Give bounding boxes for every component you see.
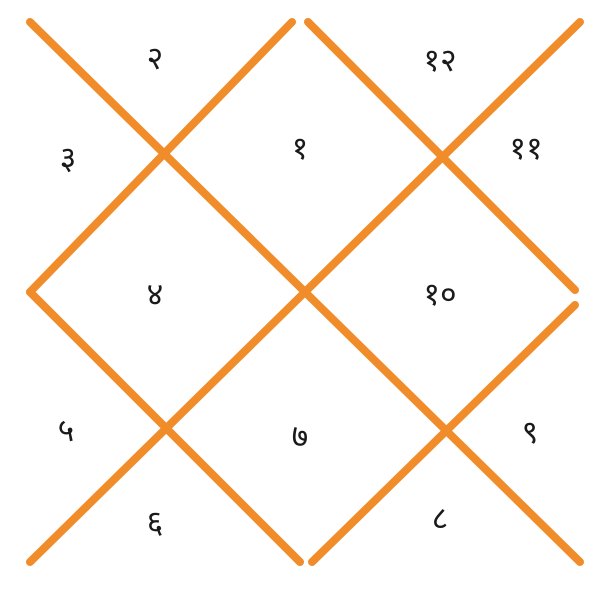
house-5-label: ५	[58, 411, 75, 449]
house-9-label: ९	[522, 413, 539, 451]
house-7-label: ७	[292, 417, 309, 455]
house-11-label: ११	[509, 129, 542, 167]
line-tr-to-bl	[26, 18, 584, 566]
house-4-label: ४	[147, 275, 164, 313]
house-3-label: ३	[60, 139, 77, 177]
house-6-label: ६	[147, 503, 164, 541]
house-2-label: २	[147, 39, 164, 77]
house-12-label: १२	[423, 41, 456, 79]
line-lm-to-bm	[26, 288, 304, 566]
house-numbers: १ २ ३ ४ ५ ६ ७ ८ ९ १० ११ १२	[58, 39, 543, 541]
house-8-label: ८	[432, 499, 449, 537]
house-1-label: १	[292, 129, 309, 167]
line-tm-to-lm	[26, 18, 296, 296]
line-tmr-to-rm	[304, 18, 579, 294]
house-10-label: १०	[423, 275, 456, 313]
chart-lines	[26, 18, 584, 566]
line-rm-to-bmr	[308, 301, 579, 566]
